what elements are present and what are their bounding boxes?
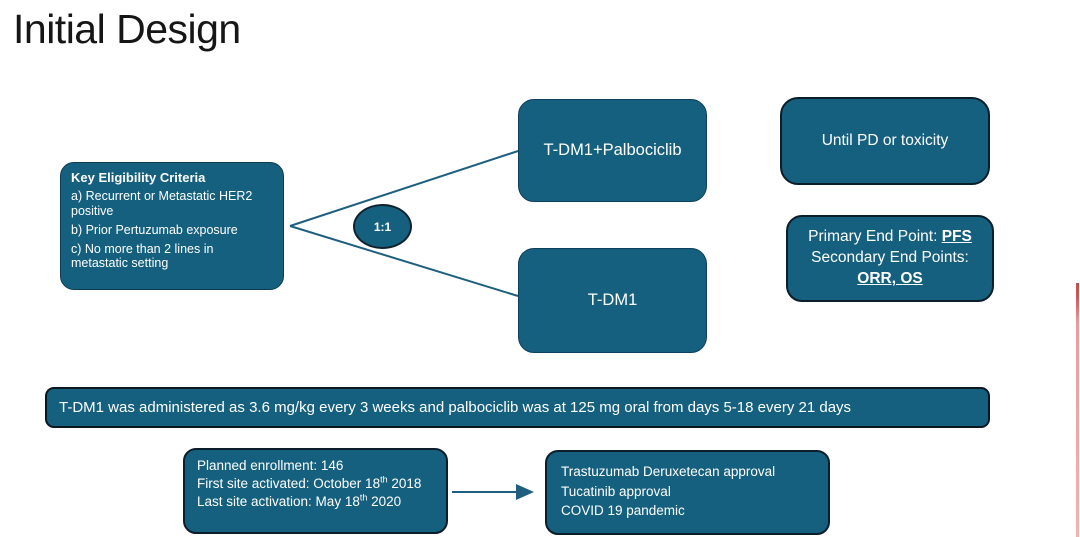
primary-endpoint-label: Primary End Point:	[808, 228, 942, 246]
enrollment-box: Planned enrollment: 146 First site activ…	[183, 448, 448, 534]
right-edge-annotation-line	[1076, 283, 1079, 537]
endpoints-box: Primary End Point: PFS Secondary End Poi…	[786, 215, 994, 302]
eligibility-item-a: a) Recurrent or Metastatic HER2 positive	[71, 189, 253, 219]
first-site-prefix: First site activated: October 18	[197, 475, 381, 491]
secondary-endpoint-value: ORR, OS	[857, 269, 923, 287]
last-site-suffix: 2020	[367, 493, 402, 509]
last-site-ordinal: th	[359, 492, 368, 503]
eligibility-heading: Key Eligibility Criteria	[71, 170, 206, 185]
planned-enrollment-line: Planned enrollment: 146	[197, 458, 344, 473]
arm2-label: T-DM1	[587, 291, 638, 309]
first-site-suffix: 2018	[387, 475, 422, 491]
treatment-duration-label: Until PD or toxicity	[821, 132, 949, 149]
primary-endpoint-line: Primary End Point: PFS	[808, 227, 972, 248]
dosing-note-box: T-DM1 was administered as 3.6 mg/kg ever…	[45, 387, 990, 428]
dosing-note-text: T-DM1 was administered as 3.6 mg/kg ever…	[59, 399, 852, 416]
event-tucatinib-approval: Tucatinib approval	[561, 483, 671, 499]
page-title: Initial Design	[13, 6, 241, 52]
arm-box-tdm1-palbociclib: T-DM1+Palbociclib	[518, 99, 707, 202]
first-site-ordinal: th	[380, 474, 388, 485]
last-site-line: Last site activation: May 18th 2020	[197, 493, 434, 511]
primary-endpoint-value: PFS	[941, 228, 972, 246]
secondary-endpoint-label: Secondary End Points:	[811, 249, 969, 267]
last-site-prefix: Last site activation: May 18	[197, 493, 360, 509]
randomization-ratio-label: 1:1	[373, 219, 392, 234]
arm1-label: T-DM1+Palbociclib	[543, 141, 682, 159]
event-tdxd-approval: Trastuzumab Deruxetecan approval	[561, 464, 776, 479]
eligibility-criteria-box: Key Eligibility Criteria a) Recurrent or…	[60, 162, 284, 290]
event-covid-pandemic: COVID 19 pandemic	[561, 503, 685, 519]
treatment-duration-box: Until PD or toxicity	[780, 97, 990, 185]
randomization-ratio-badge: 1:1	[353, 204, 412, 249]
eligibility-item-b: b) Prior Pertuzumab exposure	[71, 222, 238, 237]
first-site-line: First site activated: October 18th 2018	[197, 475, 434, 493]
interruption-events-box: Trastuzumab Deruxetecan approval Tucatin…	[545, 450, 830, 535]
eligibility-item-c: c) No more than 2 lines in metastatic se…	[71, 241, 214, 271]
arm-box-tdm1: T-DM1	[518, 248, 707, 353]
